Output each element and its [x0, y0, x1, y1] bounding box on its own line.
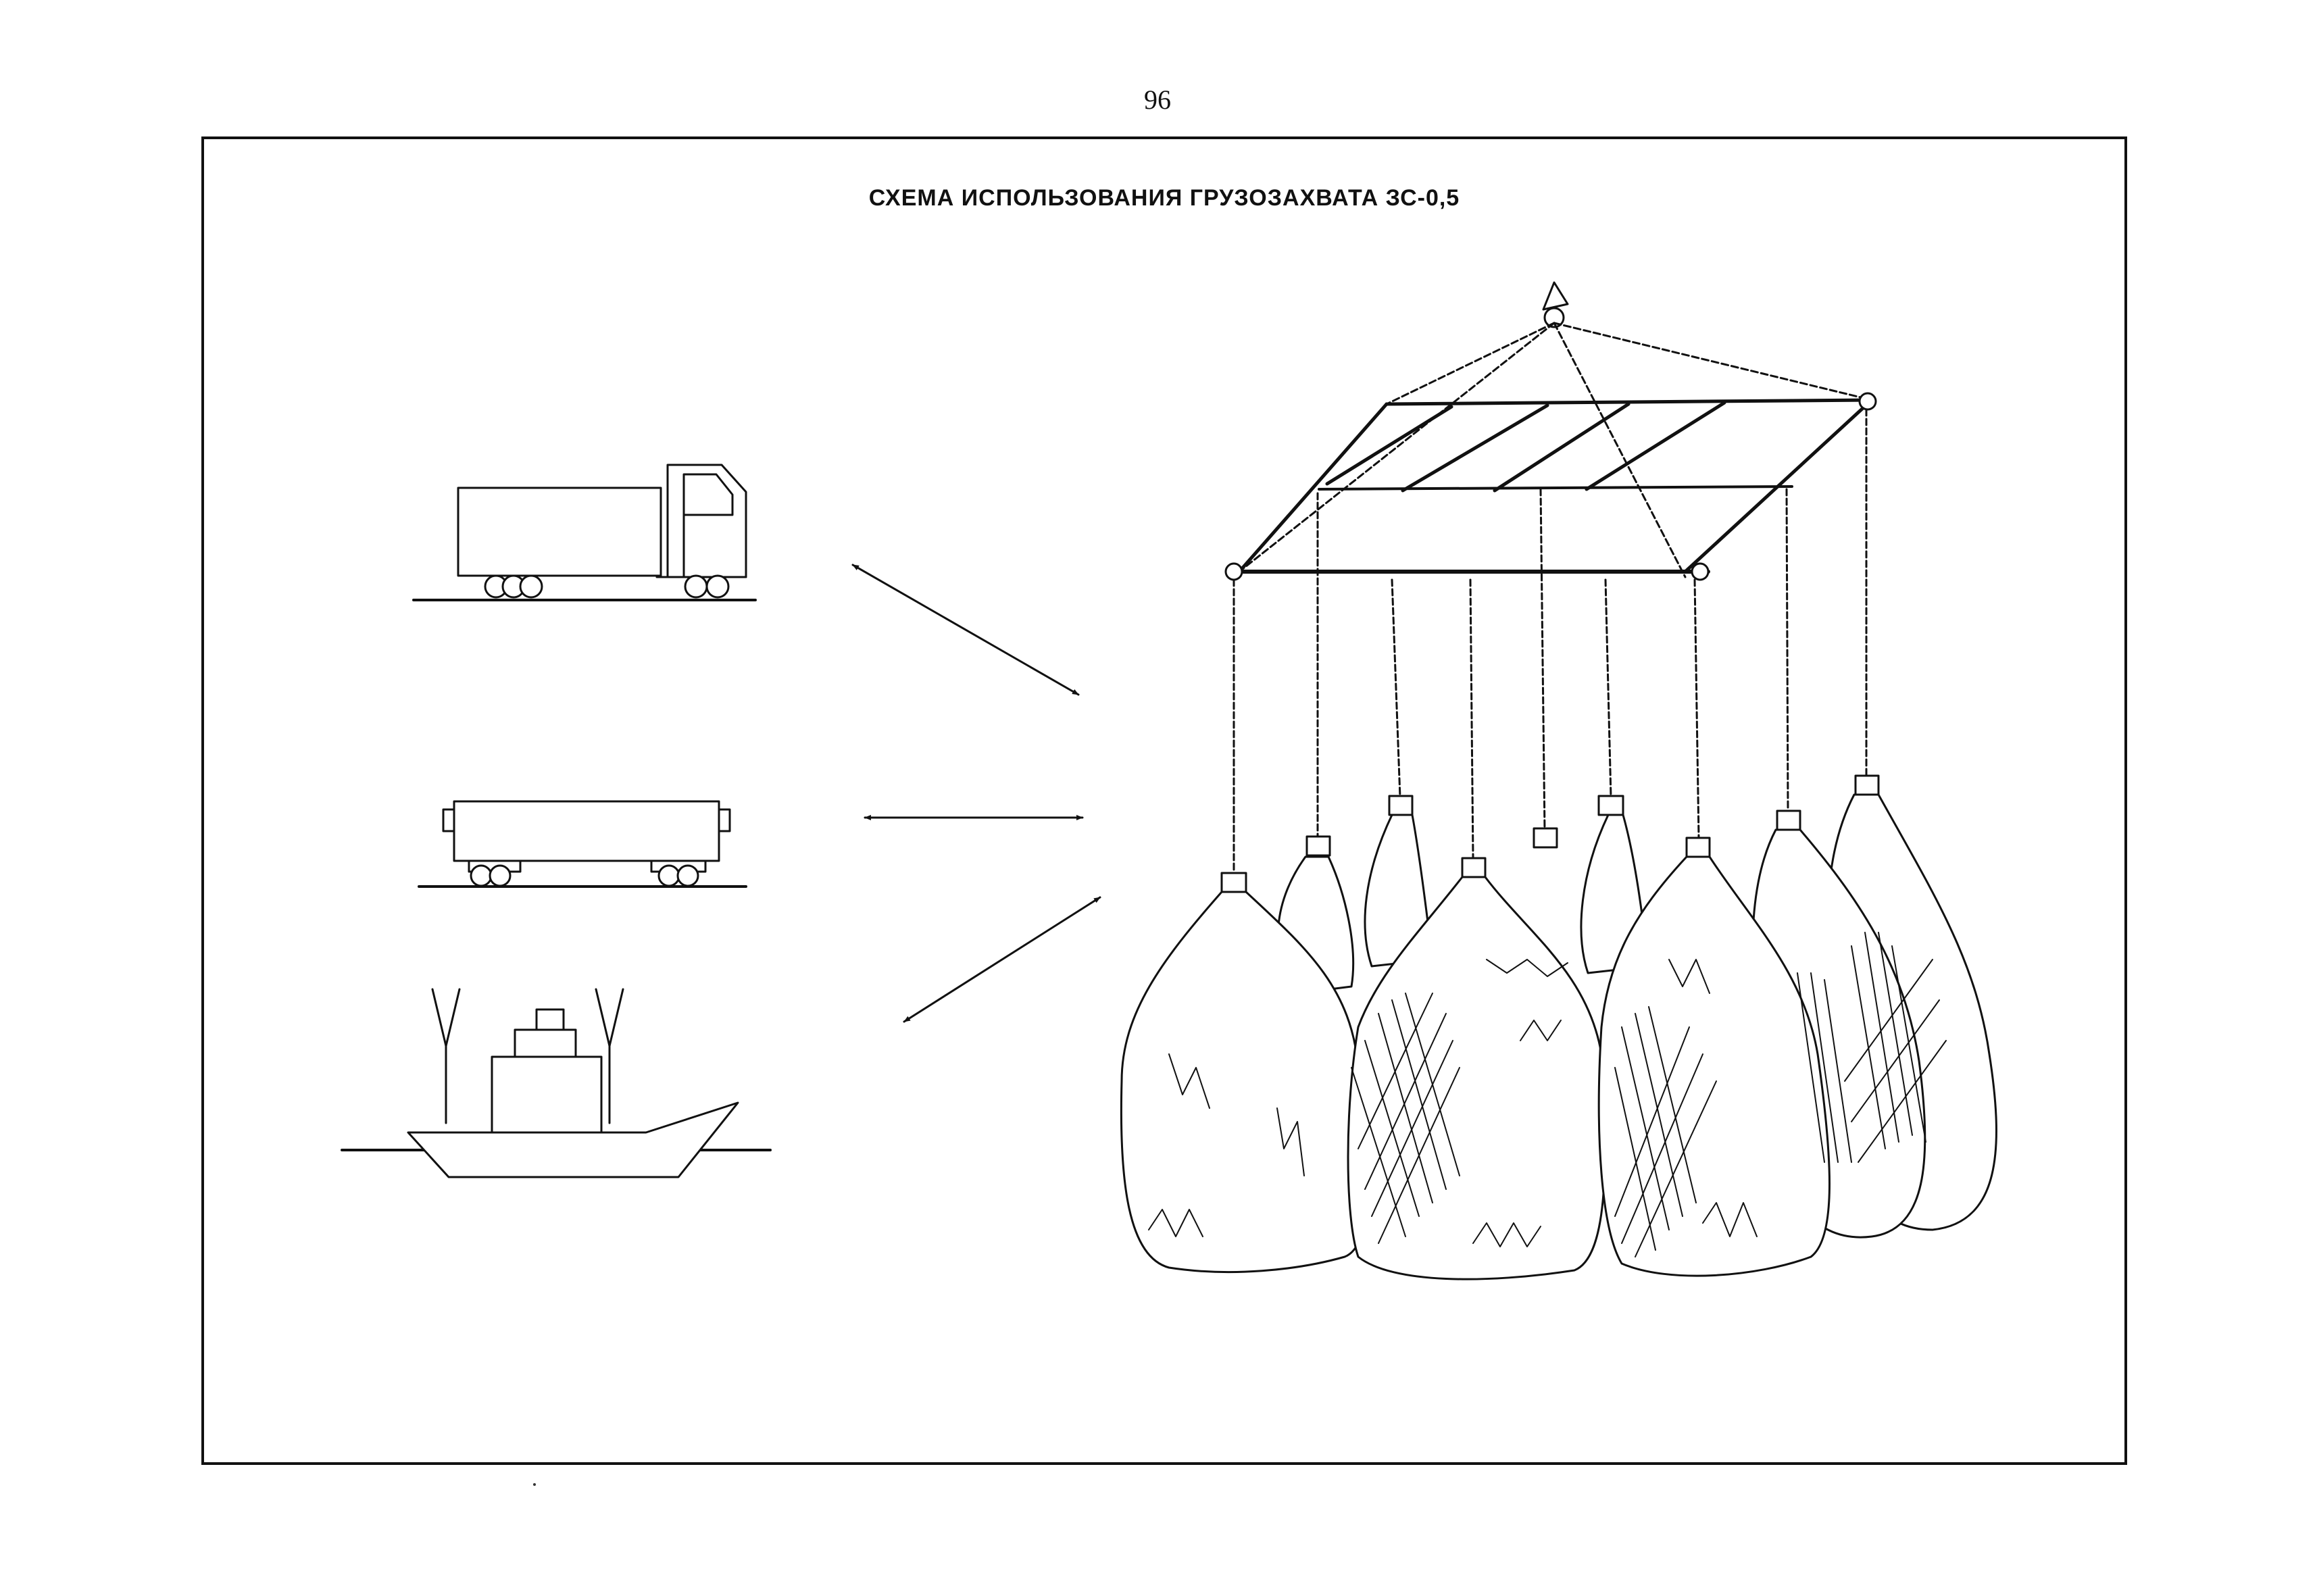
figure-title: СХЕМА ИСПОЛЬЗОВАНИЯ ГРУЗОЗАХВАТА ЗС-0,5: [868, 185, 1460, 211]
truck-icon: [412, 464, 757, 601]
scan-artifact: [533, 1483, 536, 1486]
railcar-icon: [418, 800, 747, 888]
double-arrow-icon: [851, 564, 1101, 1023]
ship-icon: [341, 988, 772, 1178]
lifting-frame-with-bags-icon: [1120, 281, 1997, 1280]
figure-frame: СХЕМА ИСПОЛЬЗОВАНИЯ ГРУЗОЗАХВАТА ЗС-0,5: [201, 136, 2127, 1465]
page-number: 96: [1144, 84, 1171, 115]
